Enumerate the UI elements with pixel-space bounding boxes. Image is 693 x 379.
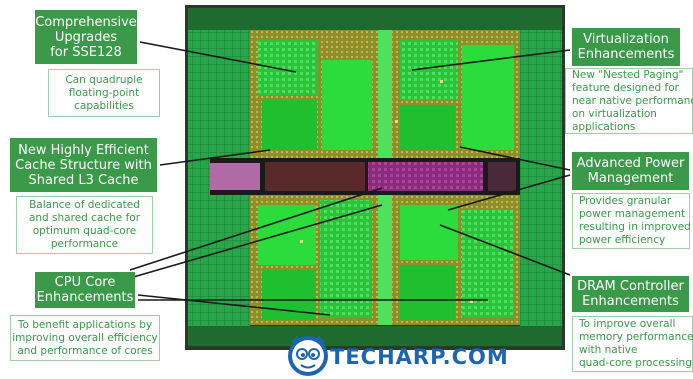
- virt-callout-line: Virtualization: [572, 32, 680, 47]
- sse-desc-line: Can quadruple: [49, 74, 159, 87]
- cpu-core-description: To benefit applications by improving ove…: [10, 315, 160, 361]
- sse-upgrades-description: Can quadruple floating-point capabilitie…: [48, 69, 160, 117]
- dram-controller-description: To improve overall memory performance wi…: [572, 316, 693, 372]
- virt-desc-line: New "Nested Paging": [572, 69, 692, 82]
- dram-desc-line: memory performance: [579, 331, 692, 344]
- cache-desc-line: performance: [17, 238, 152, 251]
- sse-callout-line: Comprehensive: [35, 15, 137, 30]
- dram-controller-callout: DRAM Controller Enhancements: [572, 276, 689, 312]
- cache-desc-line: and shared cache for: [17, 212, 152, 225]
- virt-desc-line: applications: [572, 121, 692, 134]
- cpu-desc-line: and performance of cores: [11, 345, 159, 358]
- cache-callout-line: Cache Structure with: [10, 158, 157, 173]
- power-callout-line: Advanced Power: [572, 156, 689, 171]
- mascot-logo-icon: [283, 332, 333, 378]
- power-management-callout: Advanced Power Management: [572, 152, 689, 190]
- cache-callout-line: New Highly Efficient: [10, 143, 157, 158]
- sse-callout-line: for SSE128: [35, 45, 137, 60]
- sse-desc-line: floating-point: [49, 87, 159, 100]
- virt-desc-line: feature designed for: [572, 82, 692, 95]
- dram-desc-line: with native: [579, 344, 692, 357]
- dram-callout-line: Enhancements: [572, 294, 689, 309]
- watermark-text: TECHARP.COM: [330, 345, 509, 369]
- cpu-desc-line: To benefit applications by: [11, 319, 159, 332]
- virtualization-callout: Virtualization Enhancements: [572, 28, 680, 66]
- power-desc-line: Provides granular: [579, 195, 689, 208]
- cache-desc-line: optimum quad-core: [17, 225, 152, 238]
- cpu-callout-line: Enhancements: [35, 290, 135, 305]
- cpu-desc-line: improving overall efficiency: [11, 332, 159, 345]
- cache-desc-line: Balance of dedicated: [17, 199, 152, 212]
- virtualization-description: New "Nested Paging" feature designed for…: [565, 68, 693, 134]
- cpu-callout-line: CPU Core: [35, 275, 135, 290]
- cpu-core-callout: CPU Core Enhancements: [35, 272, 135, 308]
- virt-callout-line: Enhancements: [572, 47, 680, 62]
- dram-desc-line: To improve overall: [579, 318, 692, 331]
- power-management-description: Provides granular power management resul…: [572, 193, 690, 249]
- l3-cache-description: Balance of dedicated and shared cache fo…: [16, 196, 153, 254]
- sse-upgrades-callout: Comprehensive Upgrades for SSE128: [35, 10, 137, 64]
- dram-desc-line: quad-core processing: [579, 357, 692, 370]
- power-desc-line: resulting in improved: [579, 221, 689, 234]
- cache-callout-line: Shared L3 Cache: [10, 173, 157, 188]
- sse-callout-line: Upgrades: [35, 30, 137, 45]
- virt-desc-line: on virtualization: [572, 108, 692, 121]
- sse-desc-line: capabilities: [49, 100, 159, 113]
- power-desc-line: power management: [579, 208, 689, 221]
- power-desc-line: power efficiency: [579, 234, 689, 247]
- dram-callout-line: DRAM Controller: [572, 279, 689, 294]
- virt-desc-line: near native performance: [572, 95, 692, 108]
- l3-cache-callout: New Highly Efficient Cache Structure wit…: [10, 138, 157, 192]
- power-callout-line: Management: [572, 171, 689, 186]
